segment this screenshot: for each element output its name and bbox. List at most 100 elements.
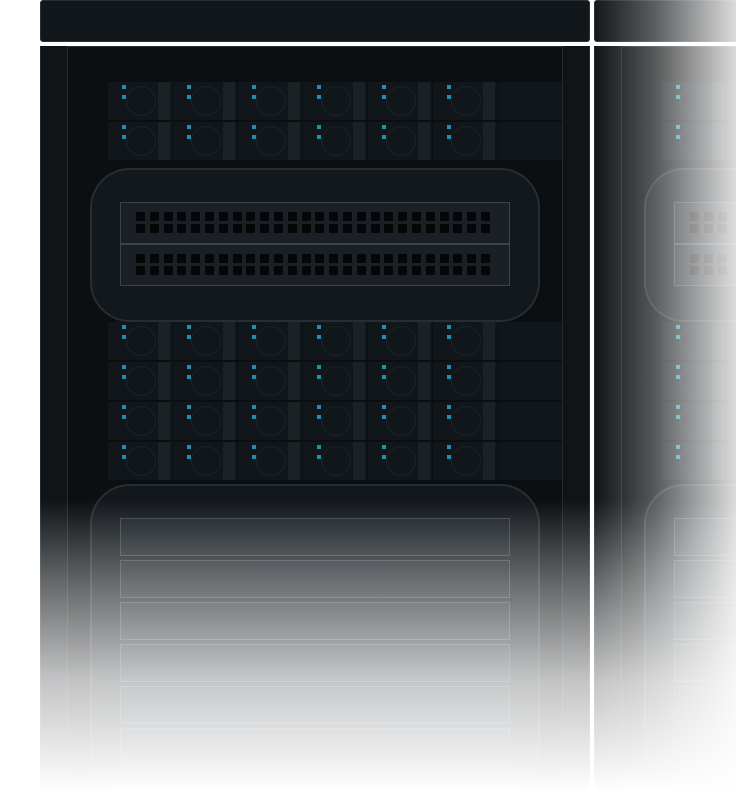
drive-bay-handle	[418, 442, 430, 480]
status-led-icon	[676, 415, 680, 419]
status-led-icon	[122, 415, 126, 419]
network-port-icon	[357, 212, 366, 221]
drive-bay-fan	[321, 326, 351, 356]
status-led-icon	[187, 405, 191, 409]
status-led-icon	[447, 95, 451, 99]
drive-bay-fan	[126, 126, 156, 156]
network-port-icon	[384, 266, 393, 275]
status-led-icon	[676, 375, 680, 379]
status-led-icon	[447, 135, 451, 139]
status-led-icon	[187, 445, 191, 449]
status-led-icon	[676, 95, 680, 99]
drive-bay-fan	[451, 406, 481, 436]
drive-bay-icon	[727, 82, 736, 120]
network-port-icon	[718, 224, 727, 233]
drive-bay-fan	[451, 446, 481, 476]
status-led-icon	[187, 135, 191, 139]
lower-slot	[120, 518, 510, 556]
status-led-icon	[447, 325, 451, 329]
status-led-icon	[317, 405, 321, 409]
drive-bay-fan	[321, 366, 351, 396]
drive-bay-handle	[483, 122, 495, 160]
network-port-icon	[412, 212, 421, 221]
drive-bay-fan	[386, 366, 416, 396]
status-led-icon	[676, 325, 680, 329]
rack-1-left-post	[40, 46, 68, 792]
status-led-icon	[676, 405, 680, 409]
network-port-icon	[357, 254, 366, 263]
status-led-icon	[447, 85, 451, 89]
status-led-icon	[676, 365, 680, 369]
drive-bay-handle	[418, 82, 430, 120]
drive-bay-fan	[451, 326, 481, 356]
network-port-icon	[205, 266, 214, 275]
network-port-icon	[260, 266, 269, 275]
network-port-icon	[315, 266, 324, 275]
drive-bay-handle	[353, 82, 365, 120]
status-led-icon	[317, 325, 321, 329]
network-port-icon	[302, 224, 311, 233]
lower-slot	[674, 644, 736, 682]
network-port-icon	[246, 254, 255, 263]
status-led-icon	[382, 375, 386, 379]
drive-bay-fan	[680, 326, 710, 356]
network-port-icon	[329, 224, 338, 233]
network-port-icon	[453, 224, 462, 233]
drive-bay-handle	[353, 402, 365, 440]
network-port-icon	[398, 212, 407, 221]
network-port-icon	[426, 212, 435, 221]
network-port-icon	[177, 266, 186, 275]
network-port-icon	[426, 266, 435, 275]
drive-bay-handle	[483, 362, 495, 400]
drive-bay-handle	[223, 122, 235, 160]
lower-slot	[674, 560, 736, 598]
network-port-icon	[219, 212, 228, 221]
network-port-icon	[315, 254, 324, 263]
status-led-icon	[252, 335, 256, 339]
drive-bay-fan	[321, 126, 351, 156]
status-led-icon	[187, 95, 191, 99]
status-led-icon	[187, 455, 191, 459]
network-port-icon	[481, 212, 490, 221]
status-led-icon	[317, 375, 321, 379]
network-port-icon	[164, 254, 173, 263]
status-led-icon	[122, 125, 126, 129]
status-led-icon	[187, 415, 191, 419]
drive-bay-icon	[727, 322, 736, 360]
network-port-icon	[233, 224, 242, 233]
drive-bay-handle	[288, 442, 300, 480]
status-led-icon	[382, 135, 386, 139]
network-port-icon	[398, 224, 407, 233]
network-port-icon	[467, 224, 476, 233]
drive-bay-icon	[498, 122, 562, 160]
network-port-icon	[718, 254, 727, 263]
drive-bay-fan	[386, 86, 416, 116]
status-led-icon	[447, 375, 451, 379]
drive-bay-handle	[158, 402, 170, 440]
status-led-icon	[447, 125, 451, 129]
network-port-icon	[357, 266, 366, 275]
network-port-icon	[288, 266, 297, 275]
drive-bay-handle	[712, 362, 724, 400]
status-led-icon	[187, 325, 191, 329]
lower-slot	[120, 728, 510, 766]
network-port-icon	[412, 254, 421, 263]
network-port-icon	[274, 224, 283, 233]
drive-bay-handle	[223, 402, 235, 440]
drive-bay-handle	[483, 82, 495, 120]
drive-bay-handle	[223, 82, 235, 120]
network-port-icon	[191, 212, 200, 221]
network-port-icon	[384, 224, 393, 233]
drive-bay-fan	[256, 86, 286, 116]
drive-bay-handle	[223, 322, 235, 360]
network-port-icon	[260, 212, 269, 221]
network-port-icon	[288, 254, 297, 263]
patch-panel	[674, 202, 736, 244]
drive-bay-icon	[498, 442, 562, 480]
status-led-icon	[317, 445, 321, 449]
drive-bay-handle	[288, 362, 300, 400]
status-led-icon	[382, 335, 386, 339]
drive-bay-fan	[321, 446, 351, 476]
drive-bay-fan	[256, 366, 286, 396]
drive-bay-fan	[680, 366, 710, 396]
